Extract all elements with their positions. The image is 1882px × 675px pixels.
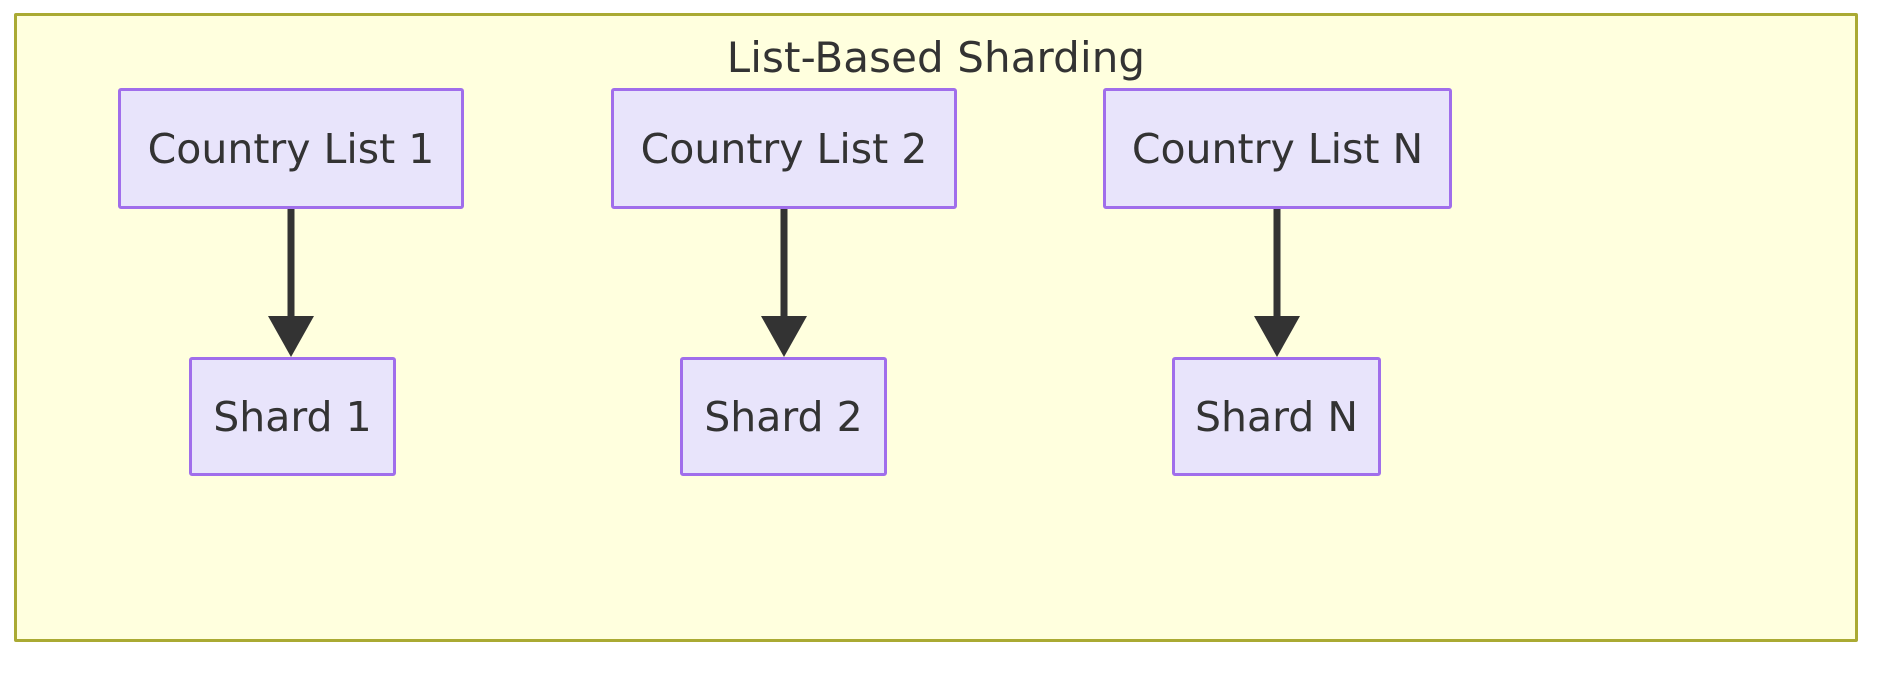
- node-shard-1[interactable]: Shard 1: [189, 357, 396, 476]
- node-label: Shard 2: [704, 392, 863, 441]
- node-country-list-n[interactable]: Country List N: [1103, 88, 1452, 209]
- subgraph-title: List-Based Sharding: [726, 33, 1146, 82]
- node-label: Shard 1: [213, 392, 372, 441]
- node-country-list-1[interactable]: Country List 1: [118, 88, 464, 209]
- node-label: Country List 1: [147, 124, 435, 173]
- node-label: Country List 2: [640, 124, 928, 173]
- node-label: Country List N: [1131, 124, 1424, 173]
- node-label: Shard N: [1195, 392, 1358, 441]
- node-shard-2[interactable]: Shard 2: [680, 357, 887, 476]
- node-country-list-2[interactable]: Country List 2: [611, 88, 957, 209]
- node-shard-n[interactable]: Shard N: [1172, 357, 1381, 476]
